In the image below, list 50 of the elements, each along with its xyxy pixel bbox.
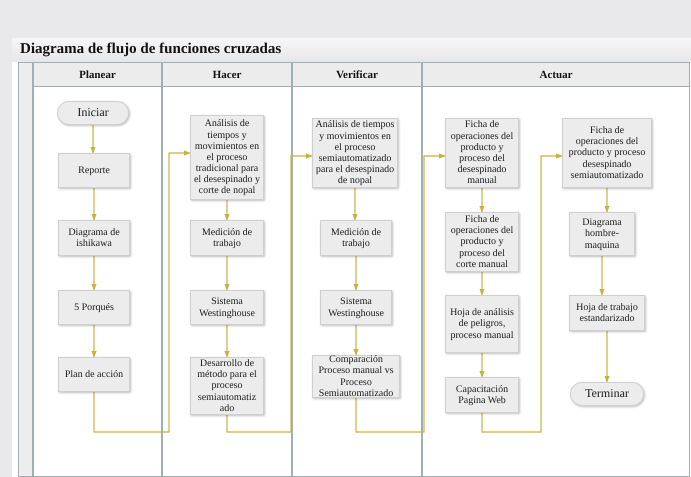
process-box: Hoja de análisis de peligros, proceso manual xyxy=(445,295,519,353)
process-box: Análisis de tiempos y movimientos en el proceso tradicional para el desespinado y corte de nopal xyxy=(190,115,264,200)
swimlane xyxy=(422,62,690,477)
connector-arrow xyxy=(224,200,230,221)
process-box: Medición de trabajo xyxy=(320,220,392,256)
connector-arrow xyxy=(226,153,313,433)
connector-arrow xyxy=(481,153,563,433)
process-box: Sistema Westinghouse xyxy=(320,290,392,325)
lane-header: Hacer xyxy=(163,63,291,87)
process-box: Plan de acción xyxy=(58,357,130,392)
connector-arrow xyxy=(224,325,230,358)
lane-header: Verificar xyxy=(293,63,421,87)
process-box: Capacitación Pagina Web xyxy=(445,377,519,413)
connector-arrow xyxy=(352,188,358,221)
swimlane xyxy=(292,62,422,477)
connector-arrow xyxy=(90,125,96,154)
connector-arrow xyxy=(91,256,97,291)
connector-arrow xyxy=(93,150,191,433)
swimlane xyxy=(162,62,292,477)
process-box: Comparación Proceso manual vs Proceso Semiautomatizado xyxy=(312,355,400,398)
process-box: Reporte xyxy=(58,153,130,188)
terminator-shape: Terminar xyxy=(570,382,644,406)
swimlane xyxy=(33,62,162,477)
connector-arrow xyxy=(355,153,446,433)
connector-arrow xyxy=(599,256,605,296)
process-box: Ficha de operaciones del producto y proceso del corte manual xyxy=(445,212,519,272)
process-box: Diagrama hombre-maquina xyxy=(569,212,635,256)
terminator-shape: Iniciar xyxy=(57,101,129,125)
connector-arrow xyxy=(604,331,610,383)
lane-header: Planear xyxy=(34,63,161,87)
process-box: Hoja de trabajo estandarizado xyxy=(569,295,645,331)
connector-arrow xyxy=(91,325,97,358)
process-box: Desarrollo de método para el proceso semiautomatiz ado xyxy=(190,357,264,415)
process-box: Sistema Westinghouse xyxy=(190,290,264,325)
lane-header: Actuar xyxy=(423,63,689,87)
process-box: 5 Porqués xyxy=(58,290,130,325)
connector-arrow xyxy=(353,325,359,356)
connector-arrow xyxy=(91,188,97,221)
connector-arrow xyxy=(479,353,485,378)
connector-arrow xyxy=(479,272,485,296)
process-box: Ficha de operaciones del producto y proceso desespinado semiautomatizado xyxy=(562,118,652,188)
connector-arrow xyxy=(604,188,610,213)
diagram-title: Diagrama de flujo de funciones cruzadas xyxy=(20,41,282,58)
process-box: Diagrama de ishikawa xyxy=(58,220,130,256)
process-box: Análisis de tiempos y movimientos en el proceso semiautomatizado para el desespinado de nopal xyxy=(312,118,398,188)
connector-arrow xyxy=(224,256,230,291)
connector-arrow xyxy=(353,256,359,291)
process-box: Medición de trabajo xyxy=(190,220,264,256)
connector-arrow xyxy=(479,188,485,213)
process-box: Ficha de operaciones del producto y proceso del desespinado manual xyxy=(445,118,519,188)
